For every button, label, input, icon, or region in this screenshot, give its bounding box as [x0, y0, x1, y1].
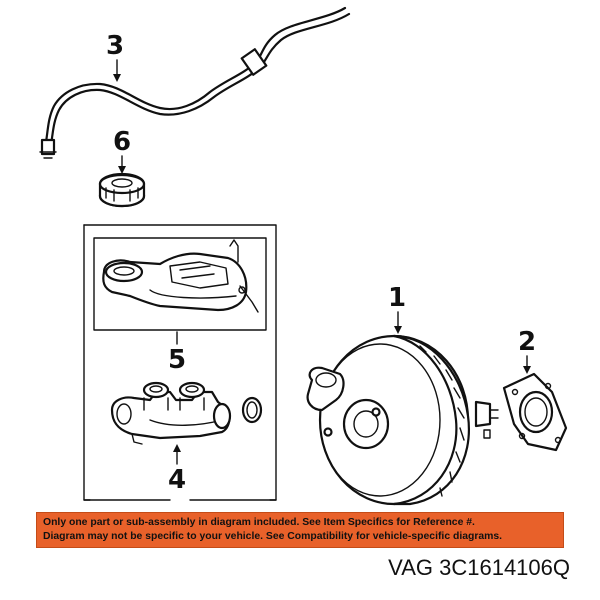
callout-1: 1	[388, 283, 406, 313]
disclaimer-line-1: Only one part or sub-assembly in diagram…	[43, 517, 475, 528]
part-number-label: VAG 3C1614106Q	[388, 555, 570, 580]
leader-arrow-3	[113, 74, 121, 82]
callout-4: 4	[168, 465, 186, 495]
fluid-reservoir-part	[102, 239, 259, 313]
reservoir-box	[93, 237, 267, 331]
leader-arrow-2	[523, 366, 531, 374]
leader-arrow-4	[173, 444, 181, 452]
assembly-bracket	[83, 224, 277, 501]
vacuum-hose-part	[39, 6, 351, 159]
callout-5: 5	[168, 345, 186, 375]
reservoir-cap-part	[98, 172, 146, 208]
disclaimer-line-2: Diagram may not be specific to your vehi…	[43, 531, 503, 542]
leader-arrow-6	[118, 166, 126, 174]
master-cylinder-part	[110, 381, 263, 445]
callout-6: 6	[113, 127, 131, 157]
callout-3: 3	[106, 31, 124, 61]
disclaimer-banner: Only one part or sub-assembly in diagram…	[36, 512, 564, 548]
leader-arrow-1	[394, 326, 402, 334]
callout-2: 2	[518, 327, 536, 357]
booster-gasket-part	[502, 372, 568, 452]
brake-booster-part	[306, 334, 499, 506]
